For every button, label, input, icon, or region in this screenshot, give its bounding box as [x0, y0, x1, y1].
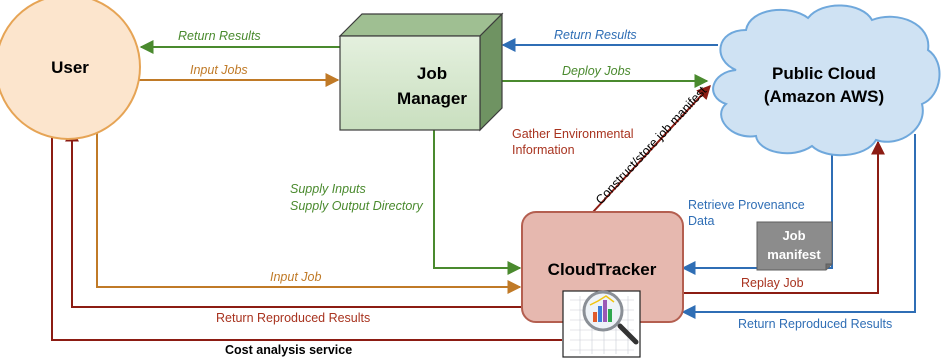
magnifier-icon: [582, 290, 639, 345]
job-manager-label-1: Job: [417, 64, 447, 83]
edge-cloud-to-cloudtracker: [681, 150, 833, 275]
job-manifest-node: Job manifest: [756, 221, 833, 271]
label-gather-2: Information: [512, 143, 575, 157]
label-input-jobs: Input Jobs: [190, 63, 248, 77]
label-cost-analysis: Cost analysis service: [225, 343, 352, 357]
public-cloud-node: Public Cloud (Amazon AWS): [712, 4, 941, 157]
job-manifest-label-2: manifest: [767, 247, 821, 262]
job-manifest-label-1: Job: [782, 228, 805, 243]
edge-cloudtracker-to-user: [65, 127, 522, 308]
public-cloud-label-1: Public Cloud: [772, 64, 876, 83]
label-gather-1: Gather Environmental: [512, 127, 634, 141]
label-return-reproduced-left: Return Reproduced Results: [216, 311, 370, 325]
label-retrieve-1: Retrieve Provenance: [688, 198, 805, 212]
label-deploy-jobs: Deploy Jobs: [562, 64, 631, 78]
label-supply-inputs: Supply Inputs: [290, 182, 366, 196]
label-supply-output: Supply Output Directory: [290, 199, 423, 213]
cloudtracker-node: CloudTracker: [521, 211, 684, 323]
edge-cost-analysis: [45, 120, 562, 341]
edge-user-to-cloudtracker: [96, 132, 522, 294]
user-label: User: [51, 58, 89, 77]
label-construct-manifest: Construct/store job manifest: [593, 83, 710, 207]
label-return-reproduced-right: Return Reproduced Results: [738, 317, 892, 331]
edge-jm-to-cloudtracker: [433, 130, 522, 275]
label-return-results-user: Return Results: [178, 29, 261, 43]
label-input-job: Input Job: [270, 270, 321, 284]
cloudtracker-label: CloudTracker: [548, 260, 657, 279]
label-return-results-cloud: Return Results: [554, 28, 637, 42]
user-node: User: [0, 0, 141, 140]
public-cloud-label-2: (Amazon AWS): [764, 87, 884, 106]
edge-cloudtracker-to-cloud: [592, 84, 711, 213]
label-retrieve-2: Data: [688, 214, 714, 228]
label-replay-job: Replay Job: [741, 276, 804, 290]
edge-cloud-return-reproduced: [681, 134, 916, 319]
cost-analysis-image: [562, 290, 641, 358]
job-manager-label-2: Manager: [397, 89, 467, 108]
edge-replay-job: [683, 140, 885, 294]
job-manager-node: Job Manager: [338, 12, 504, 132]
